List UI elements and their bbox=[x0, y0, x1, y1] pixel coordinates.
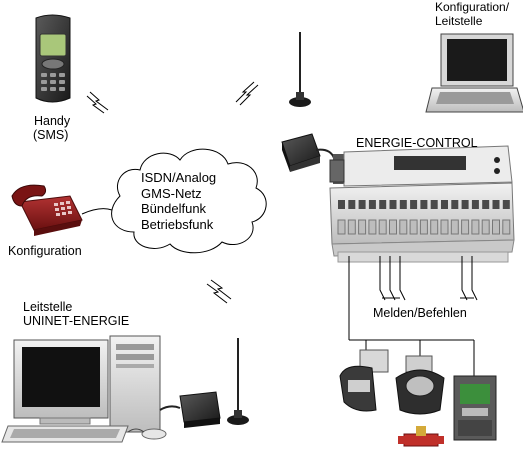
terminal-slot bbox=[492, 219, 500, 235]
handy-label: Handy bbox=[34, 114, 71, 128]
laptop-icon bbox=[425, 33, 523, 113]
terminal-screw bbox=[461, 200, 469, 209]
antenna-icon bbox=[227, 338, 249, 425]
terminal-screw bbox=[420, 200, 428, 209]
desktop-computer-icon bbox=[1, 335, 167, 443]
terminal-slot bbox=[358, 219, 367, 235]
gsm-modem-icon bbox=[159, 391, 221, 428]
terminal-screw bbox=[430, 200, 438, 209]
terminal-screw bbox=[502, 200, 510, 209]
energie-control-label: ENERGIE-CONTROL bbox=[356, 136, 478, 150]
handy-sms-label: (SMS) bbox=[33, 128, 69, 142]
utility-meters-icon bbox=[339, 349, 497, 447]
terminal-slot bbox=[440, 219, 449, 235]
terminal-slot bbox=[419, 219, 428, 235]
wiring-lines bbox=[348, 256, 478, 376]
terminal-slot bbox=[461, 219, 470, 235]
melden-befehlen-label: Melden/Befehlen bbox=[373, 306, 467, 320]
terminal-slot bbox=[337, 219, 346, 235]
cloud-line-1: ISDN/Analog bbox=[141, 170, 217, 185]
terminal-screw bbox=[379, 200, 387, 209]
mobile-phone-icon bbox=[35, 14, 71, 103]
terminal-slot bbox=[502, 219, 511, 235]
terminal-screw bbox=[492, 200, 500, 209]
energie-control-unit-icon bbox=[329, 145, 515, 263]
terminal-screw bbox=[368, 200, 376, 209]
cloud-line-3: Bündelfunk bbox=[141, 201, 207, 216]
terminal-slot bbox=[471, 219, 480, 235]
terminal-slot bbox=[378, 219, 387, 235]
terminal-slot bbox=[399, 219, 408, 235]
konfig-leitstelle-label-1: Konfiguration/ bbox=[435, 0, 510, 14]
konfiguration-label: Konfiguration bbox=[8, 244, 82, 258]
terminal-screw bbox=[471, 200, 479, 209]
terminal-screw bbox=[482, 200, 490, 209]
terminal-screw bbox=[410, 200, 418, 209]
terminal-screw bbox=[338, 200, 345, 209]
radio-link-icon bbox=[86, 81, 259, 304]
leitstelle-label-2: UNINET-ENERGIE bbox=[23, 314, 130, 328]
konfig-leitstelle-label-2: Leitstelle bbox=[435, 14, 483, 28]
terminal-slot bbox=[347, 219, 356, 235]
terminal-screw bbox=[358, 200, 366, 209]
terminal-slot bbox=[409, 219, 418, 235]
terminal-slot bbox=[481, 219, 490, 235]
terminal-slot bbox=[430, 219, 439, 235]
terminal-screw bbox=[389, 200, 397, 209]
terminal-slot bbox=[450, 219, 459, 235]
terminal-slot bbox=[368, 219, 377, 235]
leitstelle-label-1: Leitstelle bbox=[23, 300, 73, 314]
terminal-screw bbox=[348, 200, 356, 209]
terminal-screw bbox=[451, 200, 459, 209]
antenna-icon bbox=[289, 32, 311, 107]
cloud-line-4: Betriebsfunk bbox=[141, 217, 214, 232]
terminal-screw bbox=[399, 200, 407, 209]
desk-phone-icon bbox=[11, 184, 113, 236]
gsm-modem-icon bbox=[281, 133, 321, 172]
network-cloud-icon bbox=[111, 148, 267, 254]
cloud-line-2: GMS-Netz bbox=[141, 186, 202, 201]
terminal-slot bbox=[389, 219, 397, 235]
terminal-screw bbox=[441, 200, 448, 209]
